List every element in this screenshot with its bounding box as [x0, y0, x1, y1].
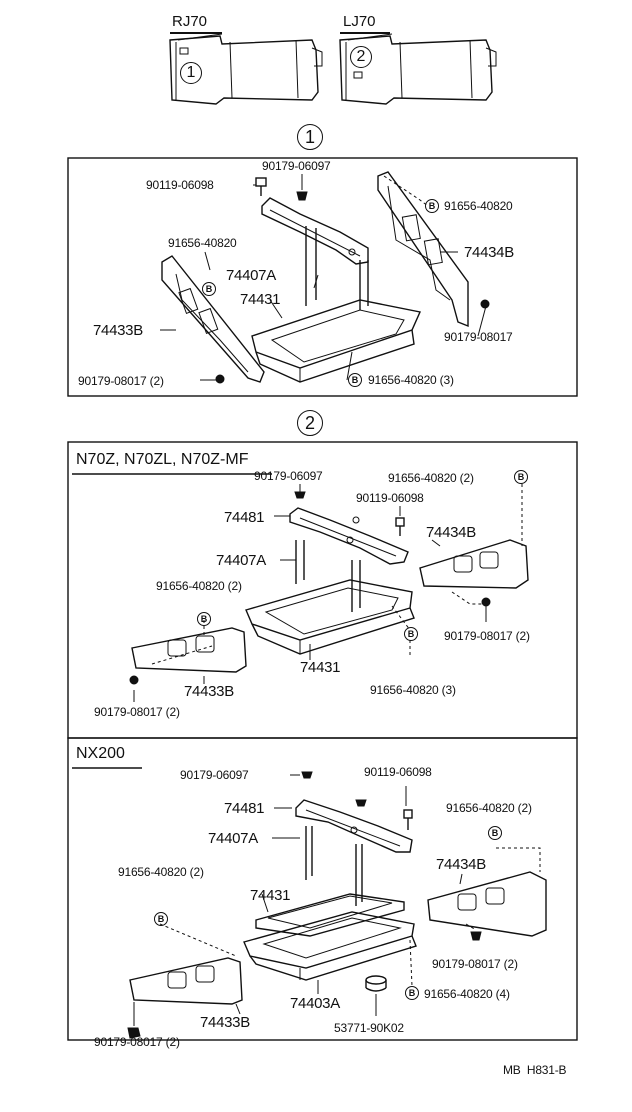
s2a-b-mark-bottom: B	[404, 627, 418, 641]
s2a-label-clamp-top: 91656-40820 (2)	[388, 471, 474, 485]
s1-b-mark-top: B	[425, 199, 439, 213]
s2b-label-74407a: 74407A	[208, 830, 258, 847]
vehicle-lj70-outline	[339, 33, 497, 105]
s2b-b-mark-bottom: B	[405, 986, 419, 1000]
s1-label-clamp-left: 91656-40820	[168, 236, 237, 250]
s2b-label-74481: 74481	[224, 800, 265, 817]
s1-nut-top-drawing	[296, 191, 308, 201]
s2a-nut-right-drawing	[481, 597, 491, 607]
vehicle-rj70-label: RJ70	[172, 13, 208, 30]
s2b-label-clamp-bottom: 91656-40820 (4)	[424, 987, 510, 1001]
s1-tray-drawing	[251, 299, 421, 383]
footer-code: MB H831-B	[503, 1063, 567, 1077]
s2b-label-74433b: 74433B	[200, 1014, 250, 1031]
s2a-label-74431: 74431	[300, 659, 341, 676]
s1-label-74433b: 74433B	[93, 322, 143, 339]
s2b-label-pad: 53771-90K02	[334, 1021, 404, 1035]
s2a-bracket-74433b-drawing	[131, 627, 247, 673]
s1-bolt-drawing	[255, 177, 267, 196]
s2a-b-mark-left: B	[197, 612, 211, 626]
section1-frame	[67, 157, 578, 397]
vehicle-rj70-outline	[169, 33, 323, 105]
s2b-b-mark-right: B	[488, 826, 502, 840]
s2a-bolt-drawing	[395, 517, 405, 536]
s2b-plate-drawing	[255, 893, 405, 937]
s1-label-74431: 74431	[240, 291, 281, 308]
s1-label-clamp-top: 91656-40820	[444, 199, 513, 213]
s2a-label-74481: 74481	[224, 509, 265, 526]
section2-marker: 2	[297, 410, 323, 436]
s2a-label-nut-top: 90179-06097	[254, 469, 323, 483]
s1-label-74434b: 74434B	[464, 244, 514, 261]
s1-label-bolt: 90119-06098	[146, 178, 214, 192]
s2a-label-nut-left: 90179-08017 (2)	[94, 705, 180, 719]
section2b-frame	[67, 737, 578, 1041]
s1-nut-left-drawing	[215, 374, 225, 384]
s2b-pad-53771-drawing	[365, 975, 387, 992]
s2b-label-clamp-left: 91656-40820 (2)	[118, 865, 204, 879]
s1-bar-drawing	[261, 197, 369, 265]
s1-label-clamp-bottom: 91656-40820 (3)	[368, 373, 454, 387]
s1-b-mark-left: B	[202, 282, 216, 296]
s1-bracket-74434b-drawing	[377, 171, 469, 328]
s2b-title: NX200	[76, 745, 125, 762]
s1-bracket-74433b-drawing	[161, 255, 265, 383]
s2b-bracket-74433b-drawing	[129, 957, 243, 1005]
s2a-label-nut-right: 90179-08017 (2)	[444, 629, 530, 643]
s2a-bar-drawing	[289, 507, 409, 565]
vehicle-rj70-marker: 1	[180, 62, 202, 84]
s2b-label-nut-right: 90179-08017 (2)	[432, 957, 518, 971]
s2b-b-mark-left: B	[154, 912, 168, 926]
s2a-title: N70Z, N70ZL, N70Z-MF	[76, 451, 249, 468]
s1-nut-right-drawing	[480, 299, 490, 309]
s2b-nut-left-drawing	[127, 1027, 141, 1039]
s2a-label-clamp-bottom: 91656-40820 (3)	[370, 683, 456, 697]
s2b-label-nut-left: 90179-08017 (2)	[94, 1035, 180, 1049]
s2a-b-mark-top: B	[514, 470, 528, 484]
vehicle-rj70-underline	[170, 32, 222, 34]
s2a-nut-top-drawing	[294, 491, 306, 499]
s2b-label-bolt: 90119-06098	[364, 765, 432, 779]
s2a-nut-left-drawing	[129, 675, 139, 685]
s2a-label-74434b: 74434B	[426, 524, 476, 541]
s2b-label-clamp-right: 91656-40820 (2)	[446, 801, 532, 815]
s2b-label-74403a: 74403A	[290, 995, 340, 1012]
s2a-label-bolt: 90119-06098	[356, 491, 424, 505]
s2b-nut-top-drawing	[301, 771, 313, 779]
s2a-tray-drawing	[245, 579, 415, 655]
s2b-tray-drawing	[243, 911, 417, 981]
s1-label-nut-right: 90179-08017	[444, 330, 513, 344]
s2b-bar-drawing	[295, 799, 413, 853]
s2b-label-nut-top: 90179-06097	[180, 768, 249, 782]
s2b-label-74434b: 74434B	[436, 856, 486, 873]
section2a-frame	[67, 441, 578, 739]
s2a-label-74407a: 74407A	[216, 552, 266, 569]
section1-marker: 1	[297, 124, 323, 150]
s1-label-nut-left: 90179-08017 (2)	[78, 374, 164, 388]
s2a-label-clamp-left: 91656-40820 (2)	[156, 579, 242, 593]
s2b-label-74431: 74431	[250, 887, 291, 904]
vehicle-lj70-label: LJ70	[343, 13, 376, 30]
vehicle-lj70-underline	[340, 32, 390, 34]
s1-b-mark-bottom: B	[348, 373, 362, 387]
s1-label-74407a: 74407A	[226, 267, 276, 284]
s1-label-nut-top: 90179-06097	[262, 159, 331, 173]
vehicle-lj70-marker: 2	[350, 46, 372, 68]
s2a-label-74433b: 74433B	[184, 683, 234, 700]
s2b-nut-right-drawing	[470, 931, 482, 941]
s2b-bracket-74434b-drawing	[427, 871, 547, 937]
s2b-bolt-drawing	[403, 809, 413, 830]
s2a-bracket-74434b-drawing	[419, 539, 529, 589]
